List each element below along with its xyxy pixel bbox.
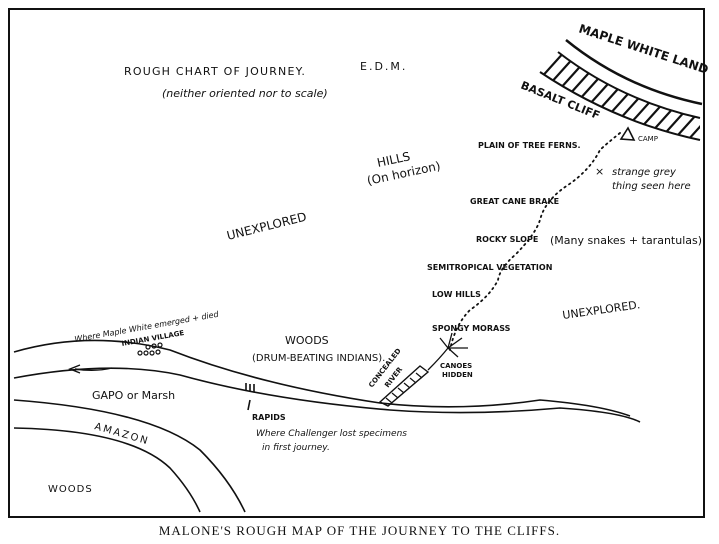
camp-triangle-icon	[619, 126, 636, 141]
map-author: E.D.M.	[360, 60, 407, 73]
label-rapids: RAPIDS	[252, 413, 286, 422]
concealed-river-mark	[378, 365, 430, 407]
label-unexplored-right: UNEXPLORED.	[562, 298, 641, 322]
label-low-hills: LOW HILLS	[432, 290, 481, 299]
flow-arrow-icon	[74, 367, 113, 371]
canoes-branch-lines	[427, 332, 468, 371]
label-canoes-1: CANOES	[440, 362, 472, 370]
map-caption: MALONE'S ROUGH MAP OF THE JOURNEY TO THE…	[158, 523, 561, 538]
cliff-lower-edge	[539, 71, 701, 141]
label-strange-grey-2: thing seen here	[612, 181, 691, 192]
plateau-edge	[565, 39, 703, 106]
label-woods-bottom: WOODS	[48, 484, 93, 495]
label-maple-white-land: MAPLE WHITE LAND	[577, 22, 710, 77]
label-drum-beating: (DRUM-BEATING INDIANS).	[252, 353, 385, 364]
label-challenger-1: Where Challenger lost specimens	[256, 429, 407, 439]
label-rocky-slope: ROCKY SLOPE	[476, 235, 538, 244]
strange-thing-marker-icon: ×	[595, 165, 604, 178]
label-spongy-morass: SPONGY MORASS	[432, 324, 511, 333]
label-strange-grey-1: strange grey	[612, 167, 677, 178]
arrow-head-icon	[68, 364, 81, 374]
village-huts-icon	[137, 342, 163, 356]
label-amazon: AMAZON	[93, 421, 150, 447]
concealed-river-hatching	[385, 372, 423, 404]
amazon-lower-bank	[13, 427, 201, 513]
label-canoes-2: HIDDEN	[442, 371, 473, 379]
label-camp: CAMP	[638, 135, 658, 143]
river-upper-bank	[13, 339, 631, 417]
label-gapo: GAPO or Marsh	[92, 389, 175, 402]
journey-route	[449, 132, 621, 351]
label-great-cane-brake: GREAT CANE BRAKE	[470, 197, 559, 206]
label-semitropical: SEMITROPICAL VEGETATION	[427, 263, 552, 272]
amazon-upper-bank	[13, 399, 246, 513]
map-title: ROUGH CHART OF JOURNEY.	[124, 65, 306, 78]
label-hills: HILLS	[376, 149, 412, 170]
map-frame	[8, 8, 705, 518]
label-challenger-2: in first journey.	[262, 443, 330, 453]
label-many-snakes: (Many snakes + tarantulas)	[550, 234, 702, 247]
label-unexplored-left: UNEXPLORED	[225, 210, 308, 243]
river-lower-bank	[13, 367, 641, 423]
map-subtitle: (neither oriented nor to scale)	[162, 87, 328, 100]
rapids-ticks	[245, 383, 255, 411]
label-plain-tree-ferns: PLAIN OF TREE FERNS.	[478, 141, 581, 150]
label-woods-center: WOODS	[285, 334, 329, 347]
cliff-upper-edge	[557, 51, 701, 119]
